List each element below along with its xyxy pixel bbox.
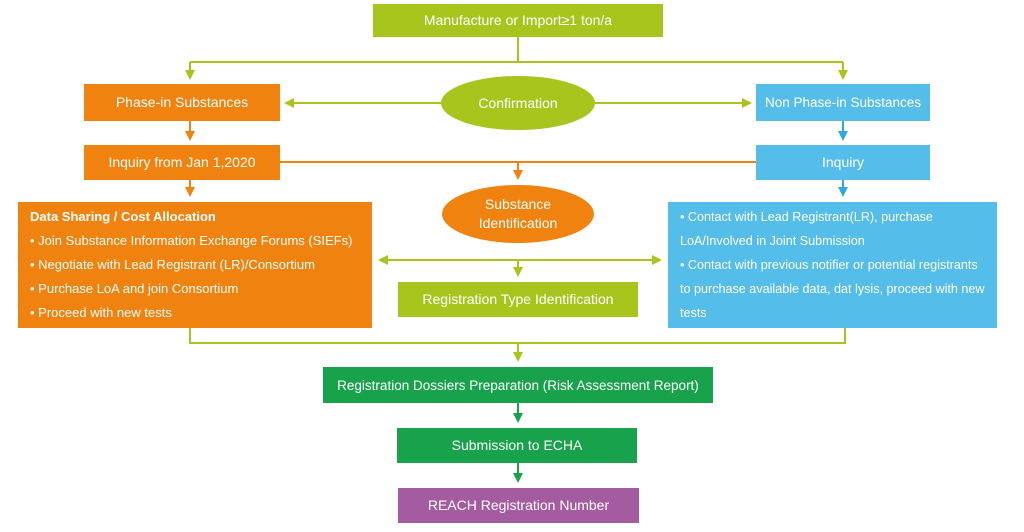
- node-manufacture-import: Manufacture or Import≥1 ton/a: [373, 4, 663, 37]
- data-sharing-bullet: • Negotiate with Lead Registrant (LR)/Co…: [30, 257, 315, 272]
- node-non-phase-in-substances: Non Phase-in Substances: [756, 84, 930, 121]
- data-sharing-bullet: • Join Substance Information Exchange Fo…: [30, 233, 353, 248]
- contact-bullet: • Contact with Lead Registrant(LR), purc…: [680, 210, 933, 248]
- data-sharing-bullet: • Proceed with new tests: [30, 305, 172, 320]
- node-contact-lead-registrant: • Contact with Lead Registrant(LR), purc…: [668, 202, 997, 328]
- node-registration-type-identification: Registration Type Identification: [398, 282, 638, 317]
- node-submission-to-echa: Submission to ECHA: [397, 428, 637, 463]
- arrow-collector-to-dossiers: [189, 328, 846, 362]
- substance-identification-line1: Substance: [484, 196, 552, 212]
- substance-identification-line2: Identification: [478, 215, 558, 231]
- node-reach-registration-number: REACH Registration Number: [398, 488, 639, 523]
- arrow-top-distribution: [185, 37, 848, 80]
- node-phase-in-substances: Phase-in Substances: [84, 84, 280, 121]
- contact-bullet: • Contact with previous notifier or pote…: [680, 258, 985, 320]
- node-registration-dossiers-preparation: Registration Dossiers Preparation (Risk …: [323, 367, 713, 403]
- node-data-sharing: Data Sharing / Cost Allocation • Join Su…: [18, 202, 372, 328]
- data-sharing-bullet: • Purchase LoA and join Consortium: [30, 281, 239, 296]
- node-inquiry-from-jan: Inquiry from Jan 1,2020: [84, 145, 280, 180]
- node-inquiry: Inquiry: [756, 145, 930, 180]
- node-confirmation: Confirmation: [441, 76, 595, 130]
- node-substance-identification: Substance Identification: [442, 185, 594, 243]
- data-sharing-title: Data Sharing / Cost Allocation: [30, 209, 216, 224]
- arrow-bidirectional-middle: [378, 255, 662, 277]
